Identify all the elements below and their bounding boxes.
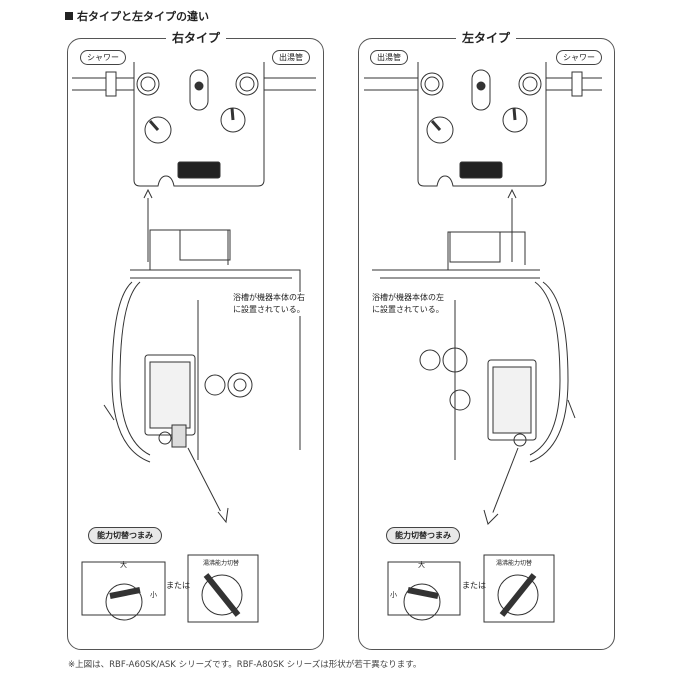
right-callout: 浴槽が機器本体の右 に設置されている。 [233, 292, 305, 316]
heading-text: 右タイプと左タイプの違い [77, 10, 209, 23]
left-knob-insets [387, 554, 555, 623]
square-bullet-icon [65, 12, 73, 20]
right-knob-insets [81, 554, 259, 623]
left-knob-title: 湯沸能力切替 [496, 560, 533, 567]
left-capacity-switch-label: 能力切替つまみ [386, 527, 460, 544]
left-control-panel [364, 62, 602, 187]
left-outlet-pipe-tag: 出湯管 [370, 50, 408, 65]
footnote: ※上図は、RBF-A60SK/ASK シリーズです。RBF-A80SK シリーズ… [68, 660, 422, 670]
section-heading: 右タイプと左タイプの違い [65, 8, 209, 24]
left-unit-illustration [372, 231, 576, 463]
right-callout-line-2: に設置されている。 [233, 305, 305, 314]
left-or-label: または [462, 581, 486, 590]
right-large-mark: 大 [120, 561, 127, 569]
left-callout-line-1: 浴槽が機器本体の左 [372, 293, 444, 302]
left-callout-line-2: に設置されている。 [372, 305, 444, 314]
right-small-mark: 小 [150, 591, 157, 599]
left-small-mark: 小 [390, 591, 397, 599]
right-or-label: または [166, 581, 190, 590]
left-callout: 浴槽が機器本体の左 に設置されている。 [372, 292, 444, 316]
right-outlet-pipe-tag: 出湯管 [272, 50, 310, 65]
left-large-mark: 大 [418, 561, 425, 569]
right-knob-title: 湯沸能力切替 [203, 560, 240, 567]
left-shower-tag: シャワー [556, 50, 602, 65]
right-unit-illustration [103, 229, 301, 463]
right-shower-tag: シャワー [80, 50, 126, 65]
right-control-panel [72, 62, 316, 187]
right-callout-line-1: 浴槽が機器本体の右 [233, 293, 305, 302]
right-capacity-switch-label: 能力切替つまみ [88, 527, 162, 544]
left-type-title: 左タイプ [456, 29, 517, 46]
right-type-title: 右タイプ [166, 29, 227, 46]
